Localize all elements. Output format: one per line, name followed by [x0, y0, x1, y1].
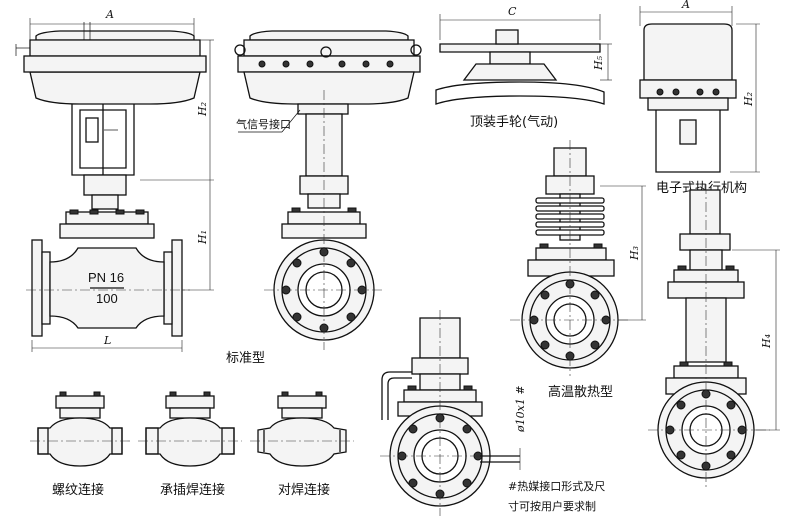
dim-h2-actuator-label: H₂ — [742, 92, 755, 107]
dim-a-label: A — [105, 8, 114, 21]
electric-actuator-view: A H₂ — [639, 0, 760, 173]
high-temperature-caption: 高温散热型 — [548, 384, 613, 400]
butt-weld-connection-caption: 对焊连接 — [278, 482, 330, 498]
dim-h3-label: H₃ — [628, 246, 641, 261]
jacket-interface-note-2: 寸可按用户要求制 — [508, 499, 596, 513]
dim-h5-label: H₅ — [592, 55, 605, 71]
butt-weld-connection-view — [250, 391, 354, 467]
dim-pipe-label: ø10x1 # — [514, 385, 527, 433]
high-temperature-valve-view: H₃ — [510, 140, 646, 376]
standard-type-caption: 标准型 — [226, 351, 265, 366]
extended-bonnet-valve-view: H₄ — [648, 184, 780, 490]
dim-h4-label: H₄ — [760, 334, 773, 349]
air-signal-port-label: 气信号接口 — [236, 117, 291, 131]
pressure-rating-mark: PN 16 — [88, 270, 124, 285]
top-handwheel-view: C H₅ — [435, 5, 612, 105]
dim-c-label: C — [508, 5, 517, 18]
dim-h1-label: H₁ — [196, 230, 209, 245]
nominal-size-mark: 100 — [96, 291, 118, 306]
dim-l-label: L — [103, 334, 111, 347]
electric-actuator-caption: 电子式执行机构 — [656, 181, 747, 196]
threaded-connection-view — [30, 391, 130, 467]
dim-h2-label: H₂ — [196, 102, 209, 117]
standard-valve-front-view: A H₂ H₁ — [15, 8, 214, 352]
top-handwheel-caption: 顶装手轮(气动) — [470, 114, 558, 130]
standard-valve-side-view: 气信号接口 — [234, 30, 422, 350]
jacket-interface-note: #热媒接口形式及尺 — [508, 480, 605, 493]
jacketed-valve-view: ø10x1 # — [380, 310, 527, 516]
socket-weld-connection-caption: 承插焊连接 — [160, 482, 225, 498]
socket-weld-connection-view — [138, 391, 242, 467]
dim-a2-label: A — [681, 0, 690, 11]
threaded-connection-caption: 螺纹连接 — [52, 482, 104, 498]
